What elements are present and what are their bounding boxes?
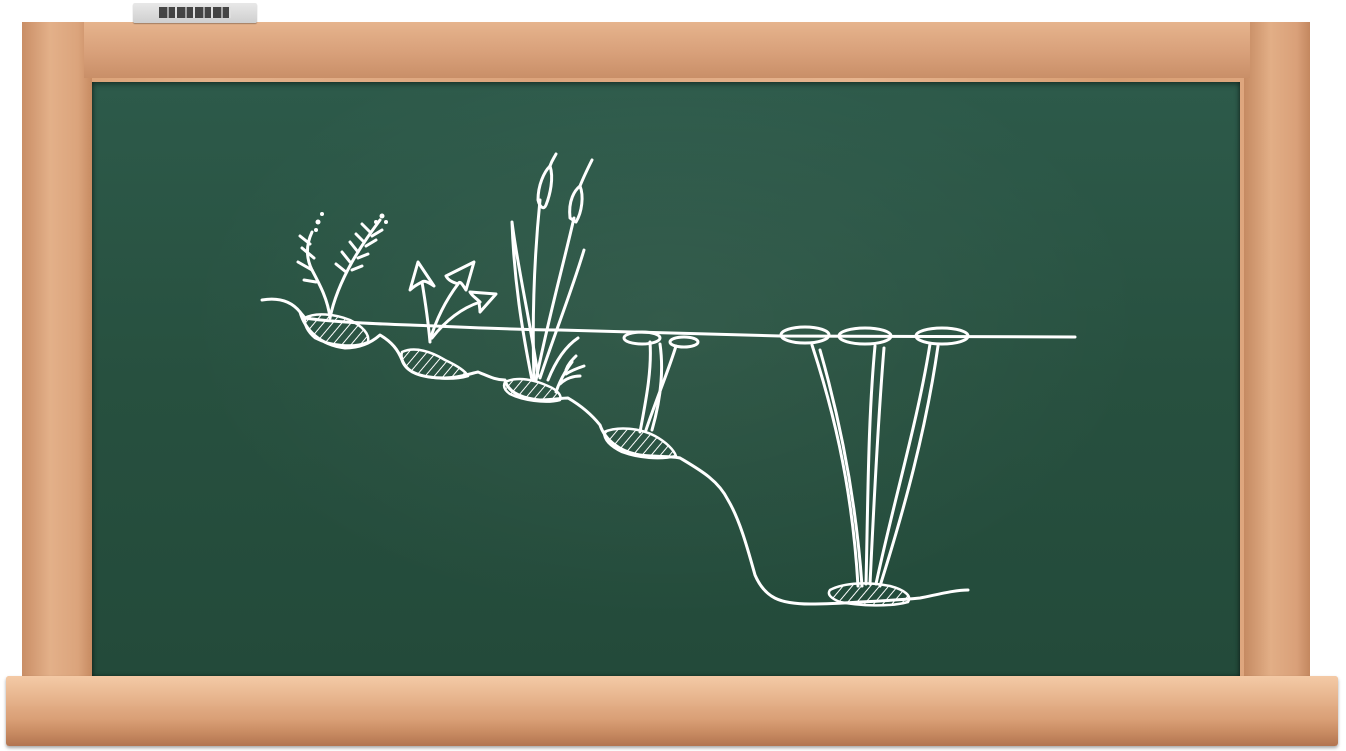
marsh-plant-left	[298, 212, 388, 318]
cattail-reed	[512, 154, 592, 380]
arrowhead-plant	[410, 262, 496, 342]
sediment-patch-5	[829, 583, 909, 605]
submerged-roots-small	[556, 356, 584, 392]
water-surface-line	[262, 299, 1075, 337]
sediment-patch-1	[305, 314, 368, 345]
floating-leaf-plant-small	[624, 332, 698, 432]
sediment-patch-2	[401, 350, 468, 379]
sediment-patch-3	[504, 379, 560, 402]
water-lily-deep	[781, 327, 968, 586]
